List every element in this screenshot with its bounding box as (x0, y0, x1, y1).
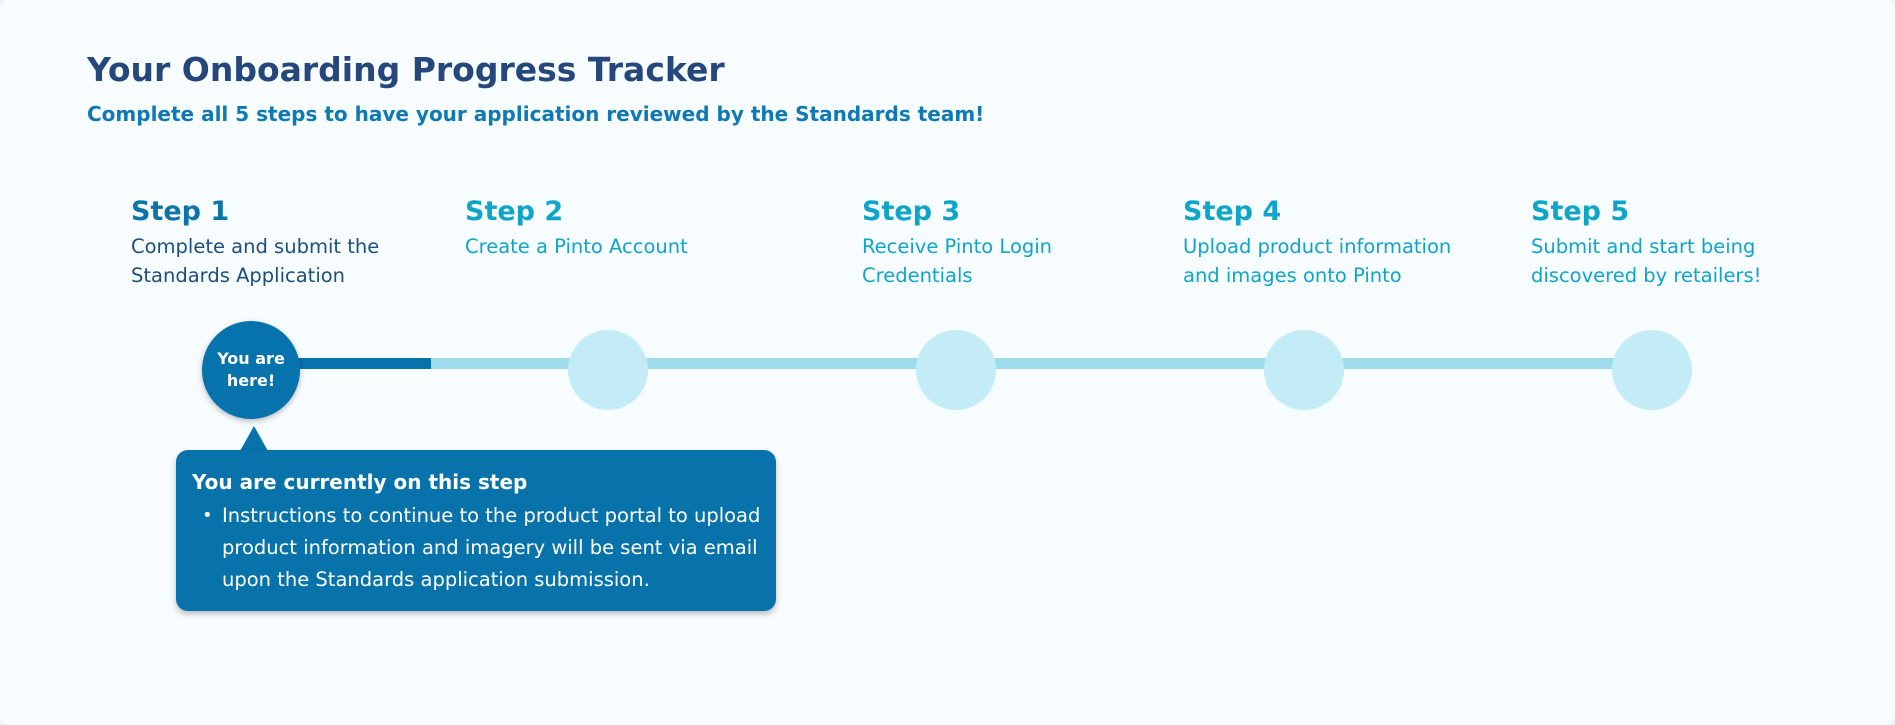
tooltip-title: You are currently on this step (192, 470, 528, 494)
page-subtitle: Complete all 5 steps to have your applic… (87, 102, 985, 126)
bullet-icon: • (202, 505, 213, 526)
step-2-node (568, 330, 648, 410)
step-3-node (916, 330, 996, 410)
step-4-description: Upload product information and images on… (1183, 235, 1452, 287)
step-5-node (1612, 330, 1692, 410)
step-1-heading: Step 1 (131, 196, 230, 227)
page-title: Your Onboarding Progress Tracker (87, 50, 725, 89)
step-4-node (1264, 330, 1344, 410)
tooltip-bullet-list: • Instructions to continue to the produc… (192, 500, 762, 596)
step-5-description: Submit and start being discovered by ret… (1531, 235, 1762, 287)
step-3-description: Receive Pinto Login Credentials (862, 235, 1053, 287)
step-2-description: Create a Pinto Account (465, 235, 688, 258)
tooltip-pointer (240, 426, 268, 451)
progress-track-fill (250, 358, 431, 369)
current-step-tooltip: You are currently on this step • Instruc… (176, 450, 776, 611)
tooltip-bullet-text: Instructions to continue to the product … (222, 504, 761, 591)
step-1-description: Complete and submit the Standards Applic… (131, 235, 380, 287)
step-2-heading: Step 2 (465, 196, 564, 227)
tooltip-bullet-item: • Instructions to continue to the produc… (192, 500, 762, 596)
step-1-current-node: You are here! (202, 321, 300, 419)
step-4-heading: Step 4 (1183, 196, 1282, 227)
step-5-heading: Step 5 (1531, 196, 1630, 227)
step-3-heading: Step 3 (862, 196, 961, 227)
